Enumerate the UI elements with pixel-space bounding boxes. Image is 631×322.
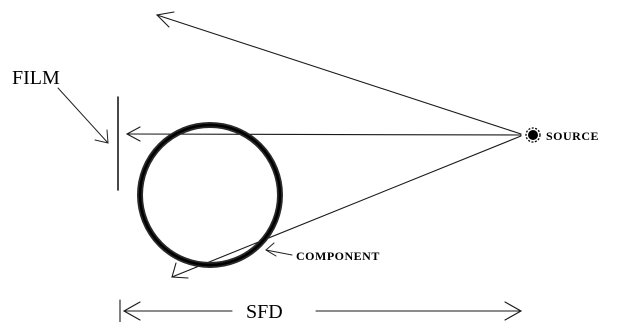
component-circle <box>137 122 283 268</box>
middle-ray <box>125 126 522 142</box>
source-label: SOURCE <box>546 129 599 143</box>
starburst-source-icon <box>525 127 541 143</box>
lower-ray <box>171 135 522 279</box>
component-pointer-arrow <box>265 242 293 257</box>
upper-ray <box>155 11 522 135</box>
film-label: FILM <box>12 67 60 89</box>
film-pointer-arrow <box>57 87 109 144</box>
sfd-label: SFD <box>246 301 283 322</box>
component-label: COMPONENT <box>296 249 380 263</box>
sfd-dimension-line <box>119 299 523 322</box>
